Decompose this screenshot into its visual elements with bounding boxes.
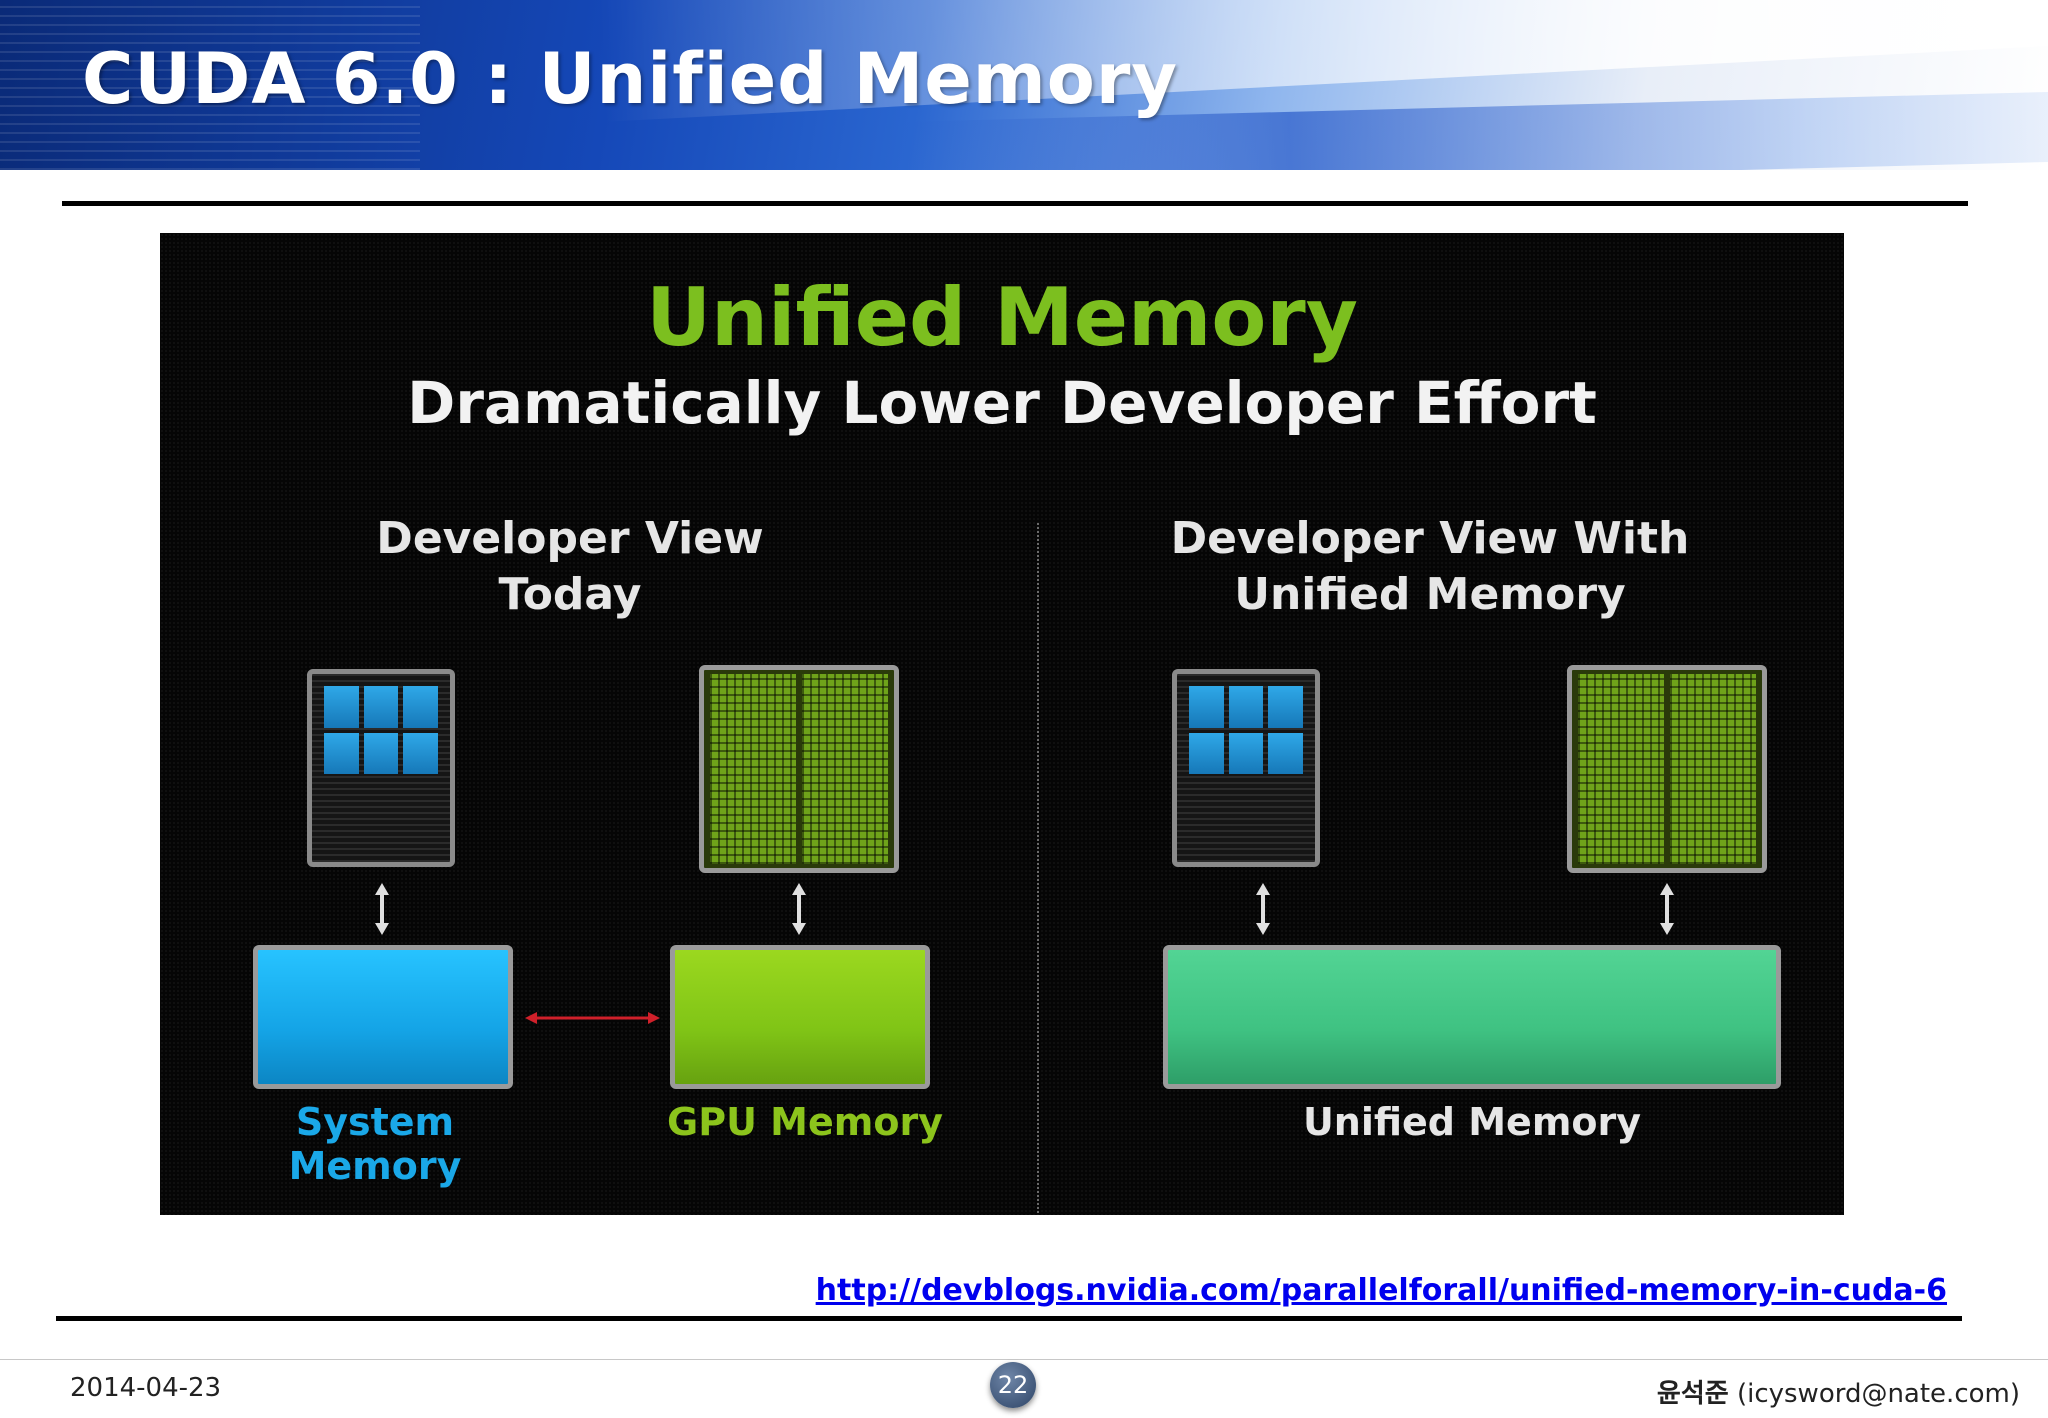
cpu-to-system-memory-arrow-icon (375, 883, 389, 935)
unified-memory-figure: Unified Memory Dramatically Lower Develo… (160, 233, 1844, 1215)
slide-title: CUDA 6.0 : Unified Memory (82, 38, 1178, 120)
cpu-chip-icon (1172, 669, 1320, 867)
source-link[interactable]: http://devblogs.nvidia.com/parallelforal… (815, 1273, 1947, 1308)
gpu-memory-label: GPU Memory (667, 1100, 943, 1144)
figure-title: Unified Memory (646, 271, 1358, 364)
right-heading-line1: Developer View With (1170, 513, 1690, 564)
cpu-to-unified-memory-arrow-icon (1256, 883, 1270, 935)
column-divider (1037, 523, 1039, 1213)
gpu-chip-icon (699, 665, 899, 873)
right-heading-line2: Unified Memory (1234, 569, 1626, 620)
bottom-rule (56, 1316, 1962, 1321)
banner-texture (0, 0, 420, 170)
header-banner (0, 0, 2048, 170)
unified-memory-label: Unified Memory (1302, 1100, 1642, 1144)
author-name: 윤석준 (1656, 1379, 1729, 1409)
system-memory-label-line1: System (295, 1100, 455, 1144)
gpu-chip-icon (1567, 665, 1767, 873)
left-column-heading: Developer View Today (376, 513, 764, 620)
gpu-memory-block (670, 945, 930, 1089)
page-number-badge: 22 (990, 1362, 1036, 1408)
system-memory-block (253, 945, 513, 1089)
system-memory-label-line2: Memory (288, 1144, 462, 1188)
author-email: (icysword@nate.com) (1736, 1379, 2020, 1409)
title-underline (62, 201, 1968, 206)
figure-subtitle: Dramatically Lower Developer Effort (407, 369, 1597, 437)
unified-memory-block (1163, 945, 1781, 1089)
gpu-to-gpu-memory-arrow-icon (792, 883, 806, 935)
footer-author: 윤석준 (icysword@nate.com) (1657, 1373, 2020, 1410)
footer-date: 2014-04-23 (70, 1373, 222, 1403)
footer-divider (0, 1359, 2048, 1360)
cpu-chip-icon (307, 669, 455, 867)
memory-copy-arrow-icon (525, 1012, 660, 1024)
gpu-to-unified-memory-arrow-icon (1660, 883, 1674, 935)
right-column-heading: Developer View With Unified Memory (1120, 511, 1740, 623)
system-memory-label: System Memory (230, 1100, 520, 1188)
